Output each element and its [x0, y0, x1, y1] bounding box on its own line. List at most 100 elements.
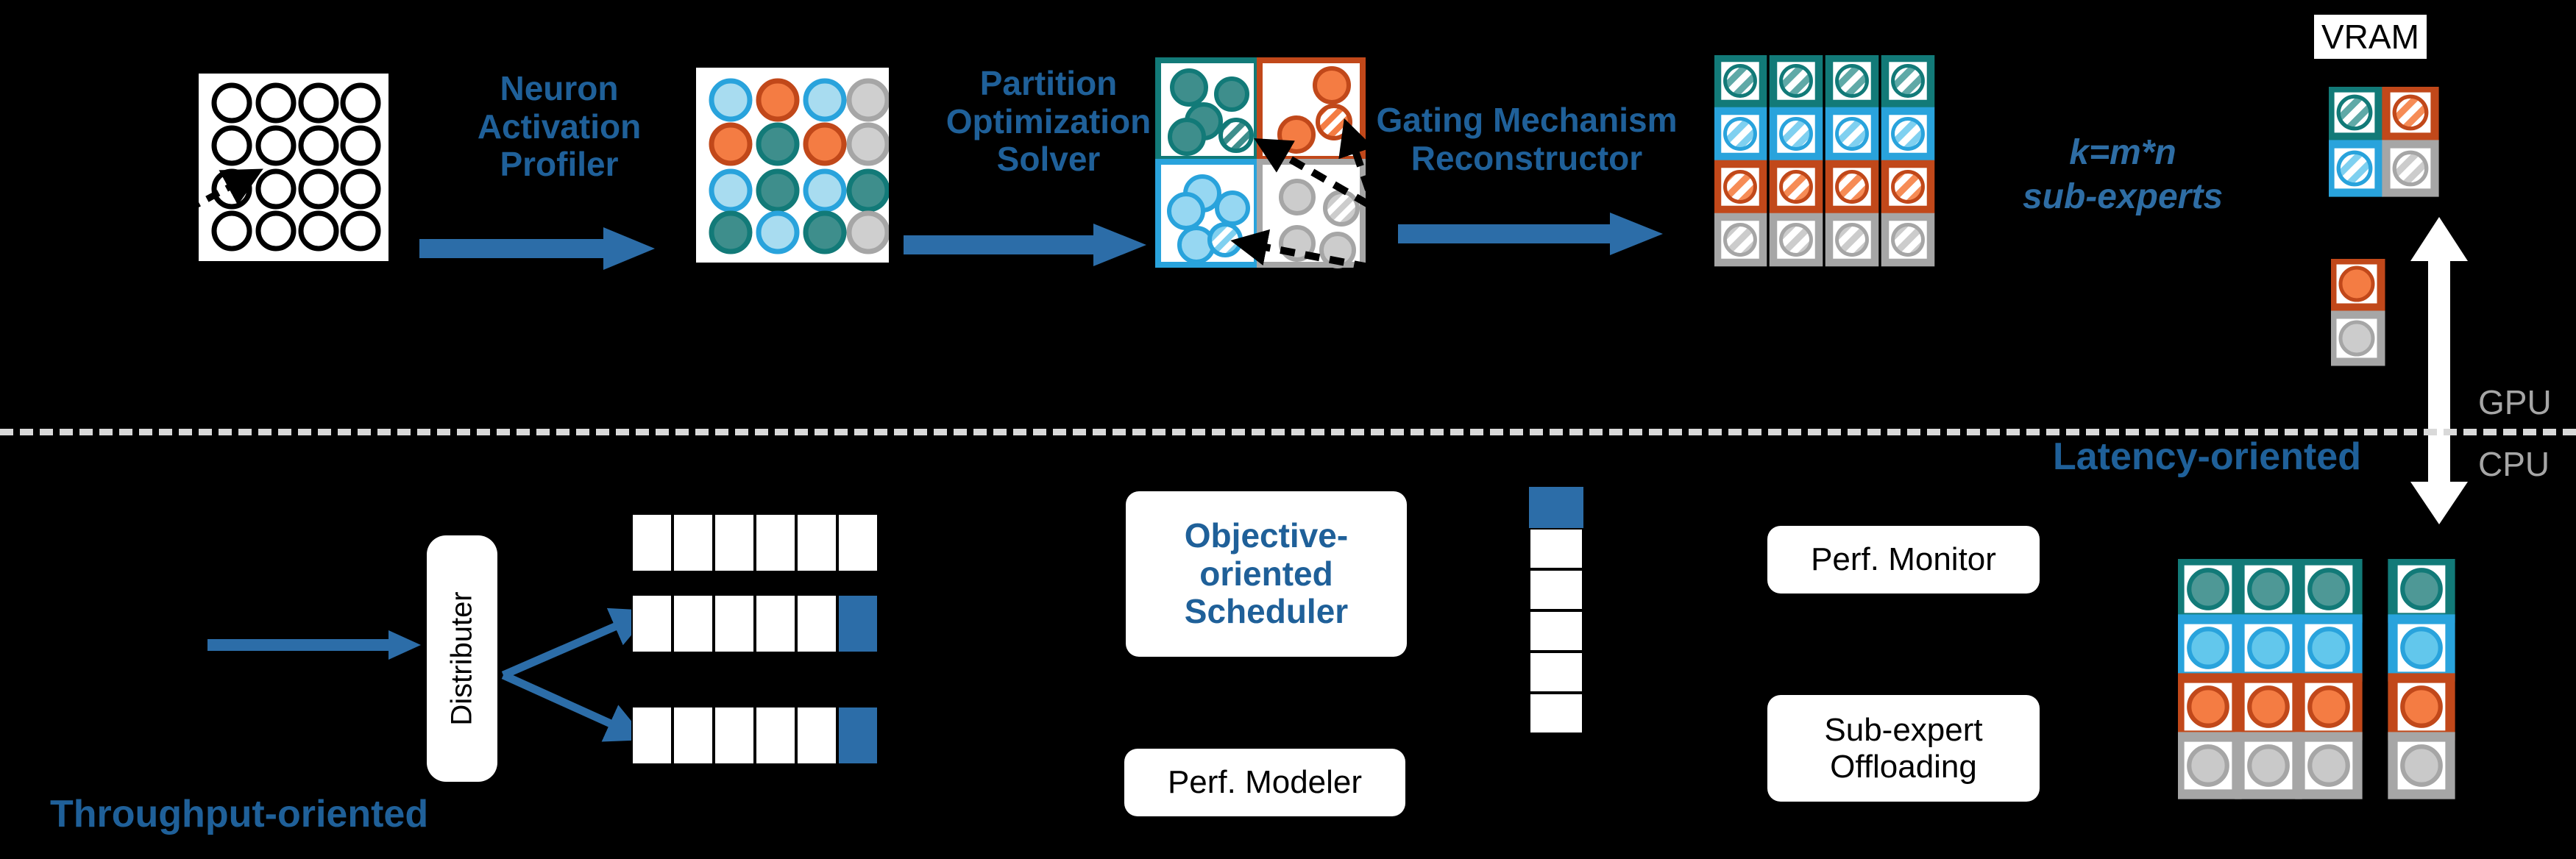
- incoming-request-arrow-icon: [207, 630, 421, 660]
- perf-monitor-label: Perf. Monitor: [1811, 541, 1996, 578]
- vram-expert-circle: [2336, 150, 2373, 187]
- perf-modeler-box[interactable]: Perf. Modeler: [1124, 749, 1405, 816]
- expert-circle: [2187, 744, 2229, 787]
- queue-cell-filled: [1529, 487, 1583, 528]
- batch-cell: [714, 513, 755, 572]
- objective-oriented-scheduler-box[interactable]: Objective- oriented Scheduler: [1126, 491, 1407, 657]
- perf-modeler-label: Perf. Modeler: [1167, 764, 1363, 801]
- expert-circle: [2307, 627, 2350, 669]
- expert-circle: [2400, 685, 2443, 728]
- batch-cell: [714, 706, 755, 765]
- expert-circle: [2187, 685, 2229, 728]
- batch-cell-filled: [837, 706, 879, 765]
- scheduler-line2: oriented: [1199, 554, 1333, 593]
- bottom-expert-grid: [2178, 559, 2455, 799]
- gpu-cpu-transfer-arrow-icon: [2410, 217, 2468, 524]
- distributer-label: Distributer: [445, 591, 478, 726]
- vram-label: VRAM: [2314, 15, 2427, 59]
- sub-expert-circle: [1779, 223, 1813, 257]
- partition-quadrant-panel: [1155, 57, 1366, 268]
- vram-expert-circle: [2392, 94, 2429, 131]
- step3-line2: Reconstructor: [1411, 138, 1643, 177]
- expert-circle: [2400, 627, 2443, 669]
- batch-cell-filled: [837, 594, 879, 653]
- step-neuron-activation-profiler: Neuron Activation Profiler: [434, 69, 684, 184]
- sub-expert-circle: [1779, 64, 1813, 98]
- partition-dashed-arrows: [1230, 118, 1374, 271]
- expert-circle: [2187, 627, 2229, 669]
- vram-expert-circle: [2336, 94, 2373, 131]
- sub-experts-annotation: k=m*n sub-experts: [1979, 131, 2266, 219]
- step2-line1: Partition: [979, 64, 1118, 102]
- distributer-box[interactable]: Distributer: [427, 535, 497, 782]
- batch-cell: [796, 706, 837, 765]
- batch-cell: [796, 513, 837, 572]
- expert-circle: [2247, 744, 2290, 787]
- batch-cell: [673, 706, 714, 765]
- sub-expert-circle: [1891, 223, 1925, 257]
- sub-expert-circle: [1723, 64, 1757, 98]
- sub-expert-circle: [1835, 64, 1869, 98]
- latency-oriented-label: Latency-oriented: [2053, 435, 2361, 478]
- batch-cell: [755, 706, 796, 765]
- offloading-line2: Offloading: [1830, 748, 1977, 785]
- step2-line3: Solver: [996, 140, 1101, 179]
- offloaded-expert-stack: [2331, 259, 2385, 366]
- batch-row-1: [631, 513, 879, 572]
- sub-expert-circle: [1779, 117, 1813, 151]
- sub-experts-formula: k=m*n: [2069, 133, 2176, 172]
- batch-row-2: [631, 594, 879, 653]
- queue-cell: [1529, 652, 1583, 693]
- step3-line1: Gating Mechanism: [1376, 101, 1678, 139]
- batch-cell: [796, 594, 837, 653]
- sub-expert-circle: [1835, 223, 1869, 257]
- expert-circle: [2307, 744, 2350, 787]
- step2-line2: Optimization: [945, 101, 1152, 140]
- expert-circle: [2247, 568, 2290, 610]
- neuron-grid-circles: [211, 82, 381, 252]
- request-queue-stack: [1529, 487, 1583, 734]
- sub-expert-circle: [1723, 223, 1757, 257]
- vram-resident-grid: [2329, 87, 2439, 197]
- sub-expert-grid: [1714, 55, 1935, 267]
- step-gating-mechanism-reconstructor: Gating Mechanism Reconstructor: [1354, 101, 1700, 177]
- sub-expert-circle: [1835, 170, 1869, 204]
- sub-expert-circle: [1891, 170, 1925, 204]
- sub-expert-circle: [1779, 170, 1813, 204]
- batch-cell: [837, 513, 879, 572]
- cpu-label: CPU: [2478, 445, 2550, 483]
- step1-line3: Profiler: [500, 145, 619, 184]
- offloading-line1: Sub-expert: [1824, 712, 1983, 749]
- queue-cell: [1529, 528, 1583, 569]
- batch-cell: [631, 513, 673, 572]
- vram-expert-circle: [2392, 150, 2429, 187]
- expert-circle: [2247, 627, 2290, 669]
- neuron-probe-dashed-arrow: [185, 168, 263, 213]
- sub-expert-circle: [1891, 64, 1925, 98]
- perf-monitor-box[interactable]: Perf. Monitor: [1767, 526, 2040, 594]
- distributer-branch-arrows: [501, 607, 653, 742]
- gpu-cpu-divider: [0, 429, 2576, 435]
- arrow-step-1-icon: [419, 227, 655, 270]
- batch-cell: [673, 513, 714, 572]
- arrow-step-3-icon: [1398, 213, 1663, 255]
- sub-experts-label: sub-experts: [2022, 177, 2224, 216]
- sub-expert-circle: [1723, 117, 1757, 151]
- step1-line2: Activation: [477, 107, 642, 146]
- arrow-step-2-icon: [904, 224, 1146, 266]
- sub-expert-circle: [1891, 117, 1925, 151]
- sub-expert-offloading-box[interactable]: Sub-expert Offloading: [1767, 695, 2040, 802]
- batch-cell: [631, 706, 673, 765]
- expert-circle: [2187, 568, 2229, 610]
- expert-circle: [2247, 685, 2290, 728]
- batch-cell: [755, 594, 796, 653]
- expert-circle: [2400, 744, 2443, 787]
- queue-cell: [1529, 693, 1583, 734]
- step-partition-optimization-solver: Partition Optimization Solver: [905, 64, 1192, 179]
- expert-circle: [2307, 685, 2350, 728]
- batch-row-3: [631, 706, 879, 765]
- expert-circle: [2307, 568, 2350, 610]
- step1-line1: Neuron: [500, 69, 619, 107]
- expert-circle: [2400, 568, 2443, 610]
- queue-cell: [1529, 569, 1583, 610]
